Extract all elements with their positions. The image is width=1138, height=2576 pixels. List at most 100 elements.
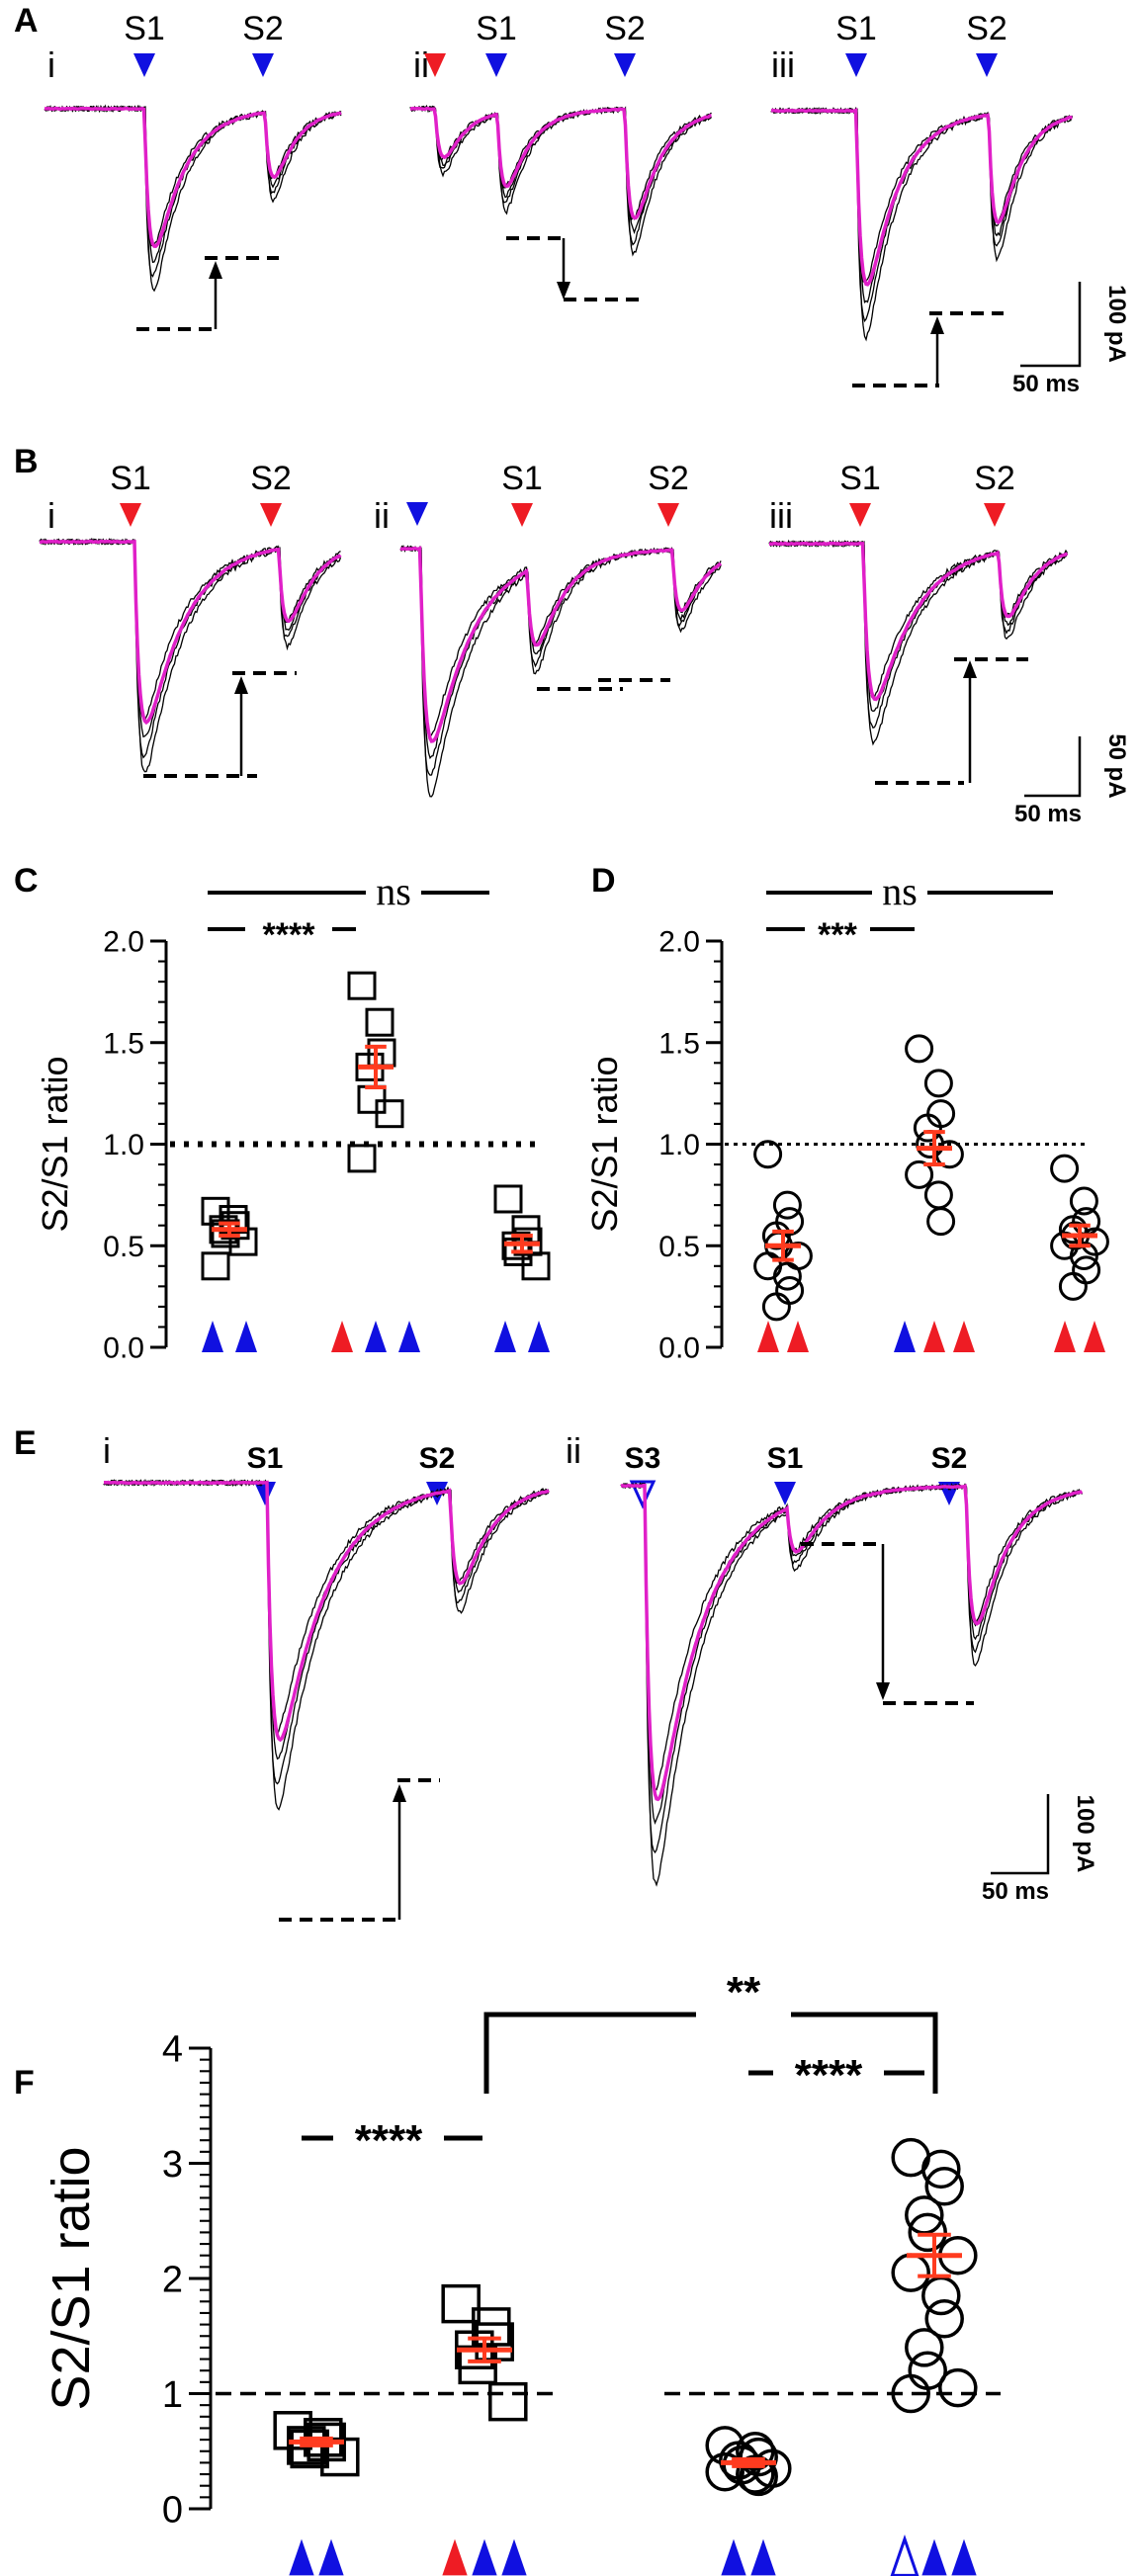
panel-letter-D: D	[591, 862, 616, 900]
arrow	[876, 1544, 890, 1700]
data-point	[521, 1251, 551, 1281]
y-tick-label: 0.0	[103, 1332, 144, 1365]
raw-trace	[620, 1482, 1084, 1887]
protocol-marker	[1084, 1321, 1105, 1352]
protocol-marker	[398, 1321, 420, 1352]
protocol-marker	[202, 1321, 223, 1352]
data-point	[1050, 1154, 1080, 1183]
arrow-head	[930, 316, 944, 334]
y-tick-label: 1.0	[658, 1129, 700, 1161]
subpanel-label: iii	[769, 495, 793, 536]
raw-trace	[103, 1478, 550, 1737]
trace-B-i	[39, 537, 342, 773]
protocol-marker	[331, 1321, 353, 1352]
stimulus-marker	[252, 53, 274, 77]
data-point	[753, 1251, 783, 1281]
data-point	[493, 1184, 523, 1214]
stimulus-marker	[424, 53, 446, 77]
data-point	[938, 2367, 978, 2408]
average-trace	[410, 106, 712, 220]
data-point	[891, 2373, 930, 2414]
data-group	[705, 2426, 792, 2576]
arrow-head	[876, 1682, 890, 1700]
stimulus-label: S2	[966, 10, 1007, 47]
data-point	[1069, 1242, 1098, 1271]
data-point	[924, 2299, 964, 2339]
data-point	[347, 971, 377, 1000]
protocol-marker	[442, 2538, 468, 2576]
data-group	[493, 1184, 551, 1352]
significance-bracket	[483, 2012, 938, 2094]
protocol-marker	[750, 2538, 776, 2576]
stimulus-label: S2	[604, 10, 646, 47]
data-point	[736, 2454, 775, 2494]
stimulus-marker	[774, 1482, 796, 1505]
arrow-head	[209, 261, 222, 279]
significance-label: ns	[882, 869, 918, 913]
protocol-marker	[365, 1321, 387, 1352]
data-group	[441, 2283, 528, 2576]
significance-label: ****	[795, 2051, 863, 2100]
data-point	[772, 1190, 802, 1220]
data-point	[441, 2283, 481, 2324]
data-group	[1050, 1154, 1109, 1352]
raw-trace	[768, 539, 1068, 746]
panel-letter-B: B	[14, 443, 39, 480]
raw-trace	[409, 104, 712, 246]
stimulus-label: S2	[419, 1442, 456, 1475]
label-gap	[872, 887, 927, 899]
arrow-head	[963, 660, 977, 678]
arrow	[393, 1784, 406, 1920]
y-tick-label: 3	[162, 2144, 183, 2186]
stimulus-label: S2	[242, 10, 284, 47]
data-point	[201, 1251, 230, 1281]
stimulus-label: S2	[648, 460, 689, 497]
y-tick-label: 1.5	[103, 1027, 144, 1060]
trace-A-iii	[770, 106, 1074, 342]
stimulus-marker	[485, 53, 507, 77]
arrow	[557, 238, 570, 300]
stimulus-marker	[254, 1482, 276, 1505]
stimulus-marker	[629, 1480, 657, 1509]
stimulus-marker	[849, 503, 871, 527]
stimulus-label: S1	[767, 1442, 804, 1475]
average-trace	[39, 539, 342, 726]
y-tick-label: 0	[162, 2489, 183, 2531]
scale-x-label: 50 ms	[1014, 801, 1082, 827]
stimulus-marker	[845, 53, 867, 77]
data-point	[905, 2328, 944, 2367]
stimulus-marker	[120, 503, 141, 527]
data-point	[211, 1219, 240, 1248]
stimulus-label: S1	[476, 10, 517, 47]
protocol-marker	[923, 1321, 945, 1352]
data-point	[924, 2167, 964, 2206]
significance-label: ****	[355, 2116, 423, 2165]
scatter-plot-D: D0.00.51.01.52.0S2/S1 ratio***ns	[584, 862, 1109, 1365]
label-gap	[696, 2011, 791, 2018]
y-axis-label: S2/S1 ratio	[584, 1056, 625, 1232]
data-point	[921, 2149, 961, 2190]
stimulus-label: S1	[247, 1442, 284, 1475]
data-point	[905, 1159, 934, 1189]
data-group	[201, 1196, 258, 1352]
data-group	[273, 2411, 360, 2576]
stimulus-marker	[260, 503, 282, 527]
data-point	[290, 2429, 329, 2469]
arrow	[209, 261, 222, 329]
protocol-marker	[494, 1321, 516, 1352]
y-axis-label: S2/S1 ratio	[35, 1056, 75, 1232]
significance-label: ns	[376, 869, 411, 913]
protocol-marker	[1054, 1321, 1076, 1352]
data-point	[1069, 1186, 1098, 1216]
stimulus-label: S1	[835, 10, 877, 47]
stimulus-label: S1	[110, 460, 151, 497]
raw-trace	[39, 538, 342, 773]
subpanel-label: i	[47, 44, 55, 85]
label-gap	[773, 2067, 884, 2079]
arrow-head	[234, 676, 248, 694]
data-point	[458, 2345, 497, 2385]
average-trace	[769, 541, 1069, 702]
